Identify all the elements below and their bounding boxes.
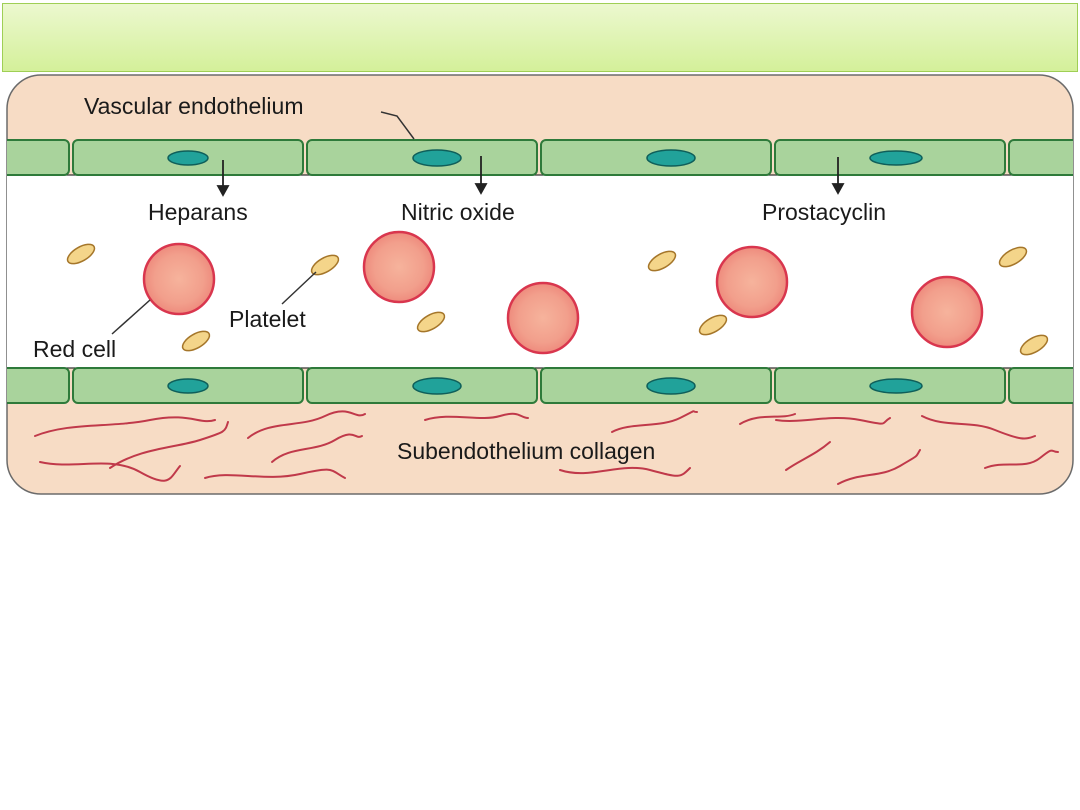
collagen-fibre (559, 466, 691, 477)
endothelial-cell (7, 367, 70, 404)
title-bar (2, 3, 1078, 72)
red-cell (715, 245, 789, 319)
nucleus (646, 377, 696, 395)
collagen-fibre (34, 416, 216, 437)
collagen-fibre (271, 433, 363, 463)
top-nuclei (167, 149, 923, 167)
endothelial-cell (1008, 367, 1073, 404)
platelet (66, 243, 96, 265)
nucleus (412, 149, 462, 167)
label-vascular-endothelium: Vascular endothelium (84, 93, 303, 119)
red-cell (506, 281, 580, 355)
endothelial-cell (7, 139, 70, 176)
collagen-fibre (611, 410, 698, 433)
collagen-fibres (34, 410, 1059, 485)
label-prostacyclin: Prostacyclin (762, 199, 886, 225)
leader-platelet (281, 271, 317, 305)
arrow-down-icon (216, 185, 230, 197)
collagen-fibre (204, 468, 346, 479)
collagen-fibre (109, 421, 229, 469)
platelet (181, 330, 211, 352)
platelets (66, 243, 1049, 356)
collagen-fibre (247, 410, 366, 439)
platelet (1019, 334, 1049, 356)
endothelial-cell (1008, 139, 1073, 176)
nucleus (167, 150, 209, 166)
leader-vascular-endothelium (380, 111, 415, 140)
bottom-nuclei (167, 377, 923, 395)
nucleus (167, 378, 209, 394)
red-cells (142, 230, 984, 355)
nucleus (412, 377, 462, 395)
red-cell (910, 275, 984, 349)
red-cell (362, 230, 436, 304)
label-subendothelium-collagen: Subendothelium collagen (397, 438, 655, 464)
label-red-cell: Red cell (33, 336, 116, 362)
arrow-down-icon (474, 183, 488, 195)
nucleus (869, 378, 923, 394)
arrow-down-icon (831, 183, 845, 195)
collagen-fibre (424, 412, 529, 421)
collagen-fibre (837, 449, 921, 485)
collagen-fibre (921, 415, 1036, 440)
label-nitric-oxide: Nitric oxide (401, 199, 515, 225)
label-platelet: Platelet (229, 306, 306, 332)
collagen-fibre (984, 449, 1059, 469)
red-cell (142, 242, 216, 316)
platelet (310, 254, 340, 276)
platelet (647, 250, 677, 272)
collagen-fibre (39, 461, 181, 482)
platelet (416, 311, 446, 333)
nucleus (869, 150, 923, 166)
leader-lines (111, 111, 415, 335)
secretion-arrows (216, 156, 845, 197)
collagen-fibre (775, 417, 891, 425)
collagen-fibre (739, 413, 796, 425)
nucleus (646, 149, 696, 167)
collagen-fibre (785, 441, 831, 471)
platelet (998, 246, 1028, 268)
label-heparans: Heparans (148, 199, 248, 225)
platelet (698, 314, 728, 336)
leader-red-cell (111, 299, 151, 335)
